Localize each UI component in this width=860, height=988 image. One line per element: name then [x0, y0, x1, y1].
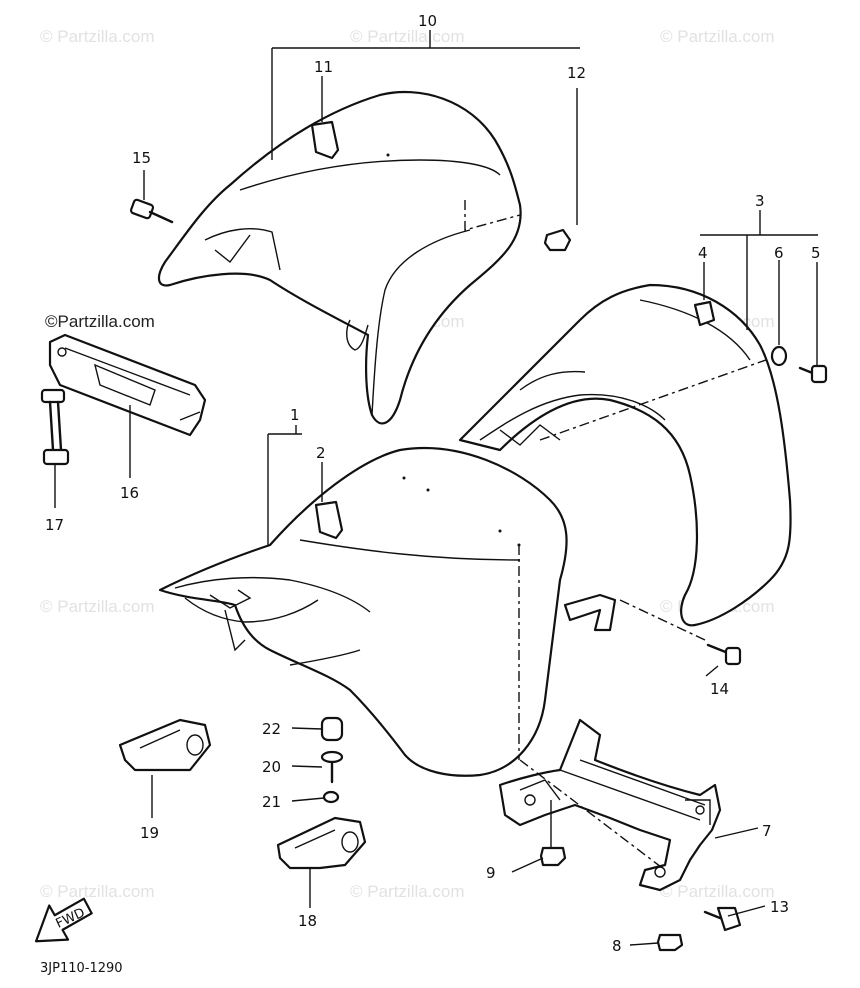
- callout-20: 20: [262, 758, 281, 776]
- callout-21: 21: [262, 793, 281, 811]
- front-seat-part-1: [158, 446, 568, 777]
- bolt-part-13: [703, 906, 742, 932]
- bolt-part-15: [129, 198, 174, 224]
- callout-5: 5: [811, 244, 821, 262]
- cap-part-9: [539, 846, 567, 867]
- damper-part-22: [320, 716, 344, 742]
- callout-10: 10: [418, 12, 437, 30]
- watermark: © Partzilla.com: [40, 27, 155, 46]
- hook-bracket: [563, 593, 617, 632]
- callout-labels: 10 11 12 15 3 4 6 5 1 2 16 17 14 22 20 2…: [45, 12, 821, 955]
- callout-13: 13: [770, 898, 789, 916]
- callout-2: 2: [316, 444, 326, 462]
- rear-seat-part-10: [157, 90, 522, 425]
- callout-4: 4: [698, 244, 708, 262]
- callout-16: 16: [120, 484, 139, 502]
- seat-bracket-part-7: [498, 718, 722, 892]
- callout-17: 17: [45, 516, 64, 534]
- leader-lines: [54, 30, 818, 946]
- callout-22: 22: [262, 720, 281, 738]
- washer-part-6: [770, 345, 788, 367]
- watermark-primary: ©Partzilla.com: [45, 312, 155, 331]
- callout-1: 1: [290, 406, 300, 424]
- tail-cowl-part-3: [458, 283, 792, 627]
- diagram-code: 3JP110-1290: [40, 961, 123, 976]
- lock-part-19: [118, 718, 212, 772]
- watermark: © Partzilla.com: [350, 882, 465, 901]
- callout-15: 15: [132, 149, 151, 167]
- fwd-arrow: FWD: [34, 897, 93, 943]
- watermark: © Partzilla.com: [40, 882, 155, 901]
- callout-9: 9: [486, 864, 496, 882]
- washer-part-21: [322, 790, 340, 804]
- screw-part-5: [798, 364, 828, 384]
- lock-part-18: [276, 816, 367, 870]
- fwd-label: FWD: [54, 905, 88, 931]
- watermark: © Partzilla.com: [660, 27, 775, 46]
- pin-part-20: [320, 750, 344, 784]
- alignment-lines: [518, 545, 706, 871]
- callout-3: 3: [755, 192, 765, 210]
- cap-part-8: [656, 933, 684, 952]
- callout-7: 7: [762, 822, 772, 840]
- callout-19: 19: [140, 824, 159, 842]
- callout-14: 14: [710, 680, 729, 698]
- nut-part-12: [543, 228, 572, 252]
- callout-11: 11: [314, 58, 333, 76]
- strap-part-17: [40, 388, 70, 466]
- watermark: © Partzilla.com: [660, 882, 775, 901]
- callout-12: 12: [567, 64, 586, 82]
- callout-6: 6: [774, 244, 784, 262]
- callout-8: 8: [612, 937, 622, 955]
- callout-18: 18: [298, 912, 317, 930]
- tray-part-16: [48, 333, 207, 437]
- bolt-part-14: [706, 643, 742, 666]
- watermark: © Partzilla.com: [350, 27, 465, 46]
- watermark: © Partzilla.com: [40, 597, 155, 616]
